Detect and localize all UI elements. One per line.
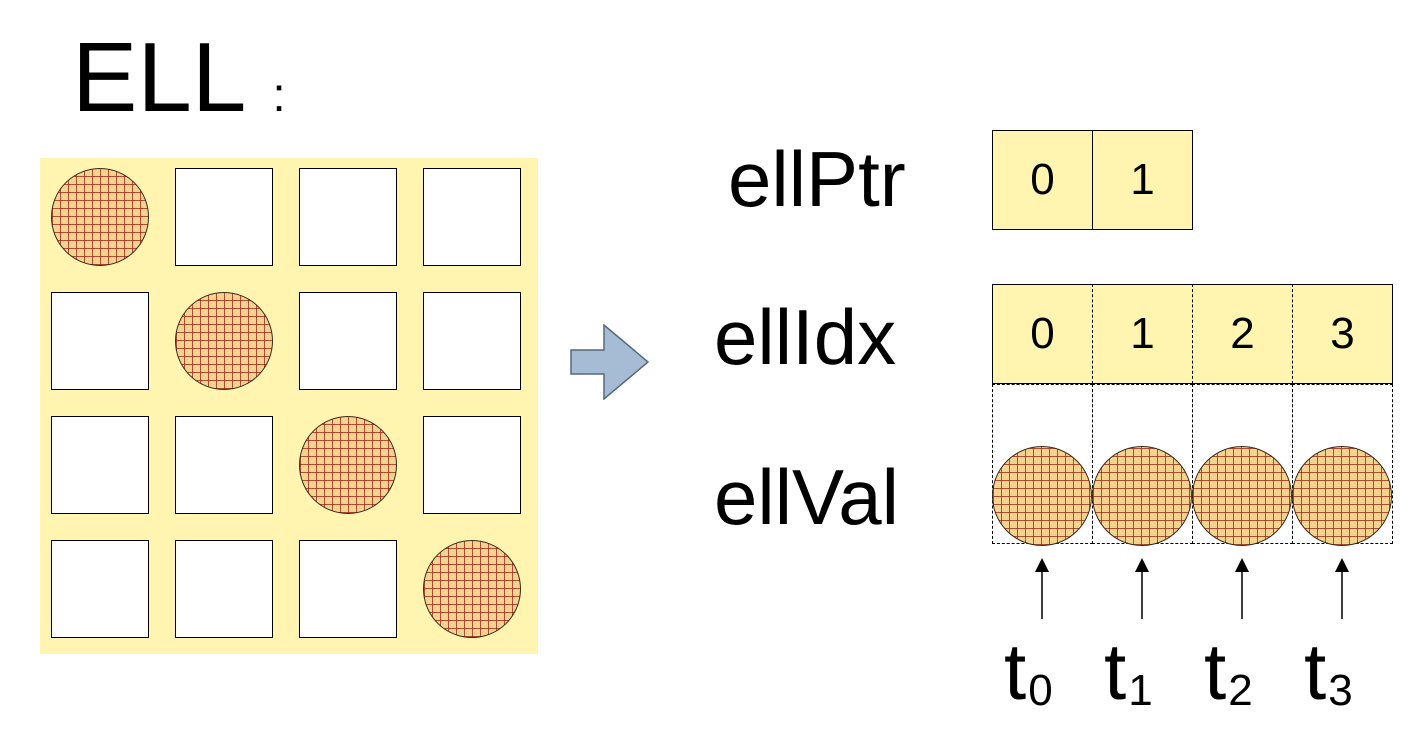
up-arrow-icon <box>1235 558 1249 619</box>
matrix-empty-cell <box>175 416 273 514</box>
up-arrow-icon <box>1035 558 1049 619</box>
title: ELL: <box>72 28 286 126</box>
ellval-entry <box>1192 446 1292 546</box>
thread-label: t1 <box>1104 632 1153 713</box>
thread-label-index: 1 <box>1128 666 1153 715</box>
title-colon: : <box>272 69 286 122</box>
ellidx-cell: 2 <box>1192 284 1293 384</box>
matrix-empty-cell <box>299 168 397 266</box>
matrix-nonzero-entry <box>175 292 273 390</box>
matrix-empty-cell <box>175 168 273 266</box>
right-arrow-icon <box>570 324 650 400</box>
thread-label: t0 <box>1004 632 1053 713</box>
matrix-nonzero-entry <box>423 540 521 638</box>
title-text: ELL <box>72 22 247 132</box>
ellptr-cell: 1 <box>1092 130 1193 230</box>
thread-label-base: t <box>1104 627 1127 716</box>
thread-label-index: 0 <box>1028 666 1053 715</box>
matrix-empty-cell <box>51 292 149 390</box>
thread-label: t3 <box>1304 632 1353 713</box>
matrix-empty-cell <box>299 540 397 638</box>
matrix-empty-cell <box>423 292 521 390</box>
matrix-nonzero-entry <box>51 168 149 266</box>
ellidx-cell: 3 <box>1292 284 1393 384</box>
thread-label-index: 3 <box>1328 666 1353 715</box>
ellidx-cell: 1 <box>1092 284 1193 384</box>
sparse-matrix <box>40 158 538 654</box>
matrix-empty-cell <box>423 416 521 514</box>
matrix-empty-cell <box>175 540 273 638</box>
thread-label: t2 <box>1204 632 1253 713</box>
ellptr-cell: 0 <box>992 130 1093 230</box>
ellidx-label: ellIdx <box>714 293 897 381</box>
ellval-label: ellVal <box>714 453 899 541</box>
up-arrow-icon <box>1335 558 1349 619</box>
ellval-entry <box>1092 446 1192 546</box>
up-arrow-icon <box>1135 558 1149 619</box>
ellidx-cell: 0 <box>992 284 1093 384</box>
matrix-empty-cell <box>51 416 149 514</box>
thread-label-index: 2 <box>1228 666 1253 715</box>
matrix-empty-cell <box>423 168 521 266</box>
thread-label-base: t <box>1004 627 1027 716</box>
thread-label-base: t <box>1204 627 1227 716</box>
ellptr-label: ellPtr <box>728 135 906 223</box>
matrix-nonzero-entry <box>299 416 397 514</box>
ellval-entry <box>992 446 1092 546</box>
ellval-entry <box>1292 446 1392 546</box>
matrix-empty-cell <box>51 540 149 638</box>
matrix-empty-cell <box>299 292 397 390</box>
thread-label-base: t <box>1304 627 1327 716</box>
